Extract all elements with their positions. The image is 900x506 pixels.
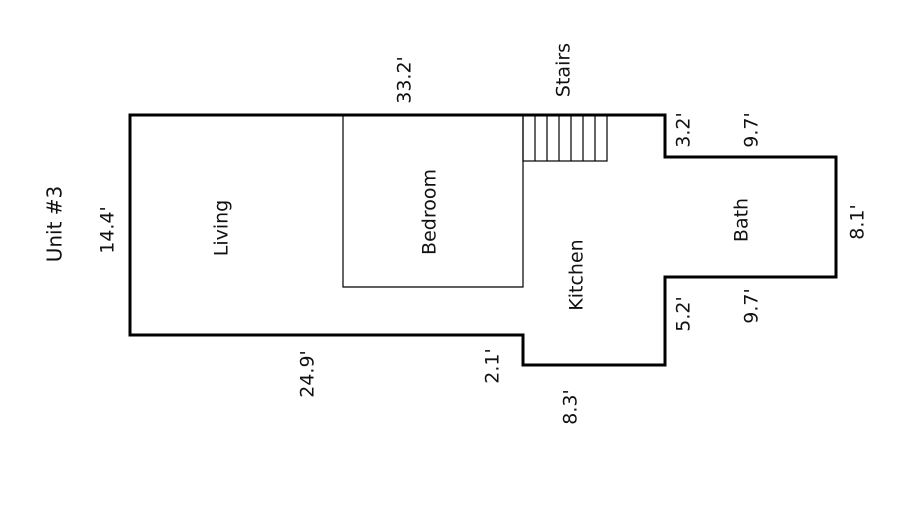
dim-bottom-wall: 24.9' xyxy=(297,350,319,398)
outer-wall xyxy=(128,113,838,367)
dim-bath-right: 8.1' xyxy=(847,204,869,239)
bedroom-wall xyxy=(342,115,524,288)
dim-bath-lower-offset: 5.2' xyxy=(673,296,695,331)
room-label-kitchen: Kitchen xyxy=(566,239,588,310)
unit-title: Unit #3 xyxy=(43,186,67,263)
dim-left-wall: 14.4' xyxy=(97,206,119,254)
dim-top-wall: 33.2' xyxy=(394,56,416,104)
dim-bath-upper-offset: 3.2' xyxy=(673,112,695,147)
room-label-bedroom: Bedroom xyxy=(419,169,441,255)
dim-step-down: 2.1' xyxy=(482,348,504,383)
room-label-stairs: Stairs xyxy=(553,43,575,97)
stairs-symbol xyxy=(522,114,608,162)
dim-bath-bottom: 9.7' xyxy=(741,288,763,323)
dim-bath-top: 9.7' xyxy=(741,112,763,147)
room-label-bath: Bath xyxy=(731,198,753,242)
dim-kitchen-bottom: 8.3' xyxy=(560,389,582,424)
room-label-living: Living xyxy=(211,200,233,257)
